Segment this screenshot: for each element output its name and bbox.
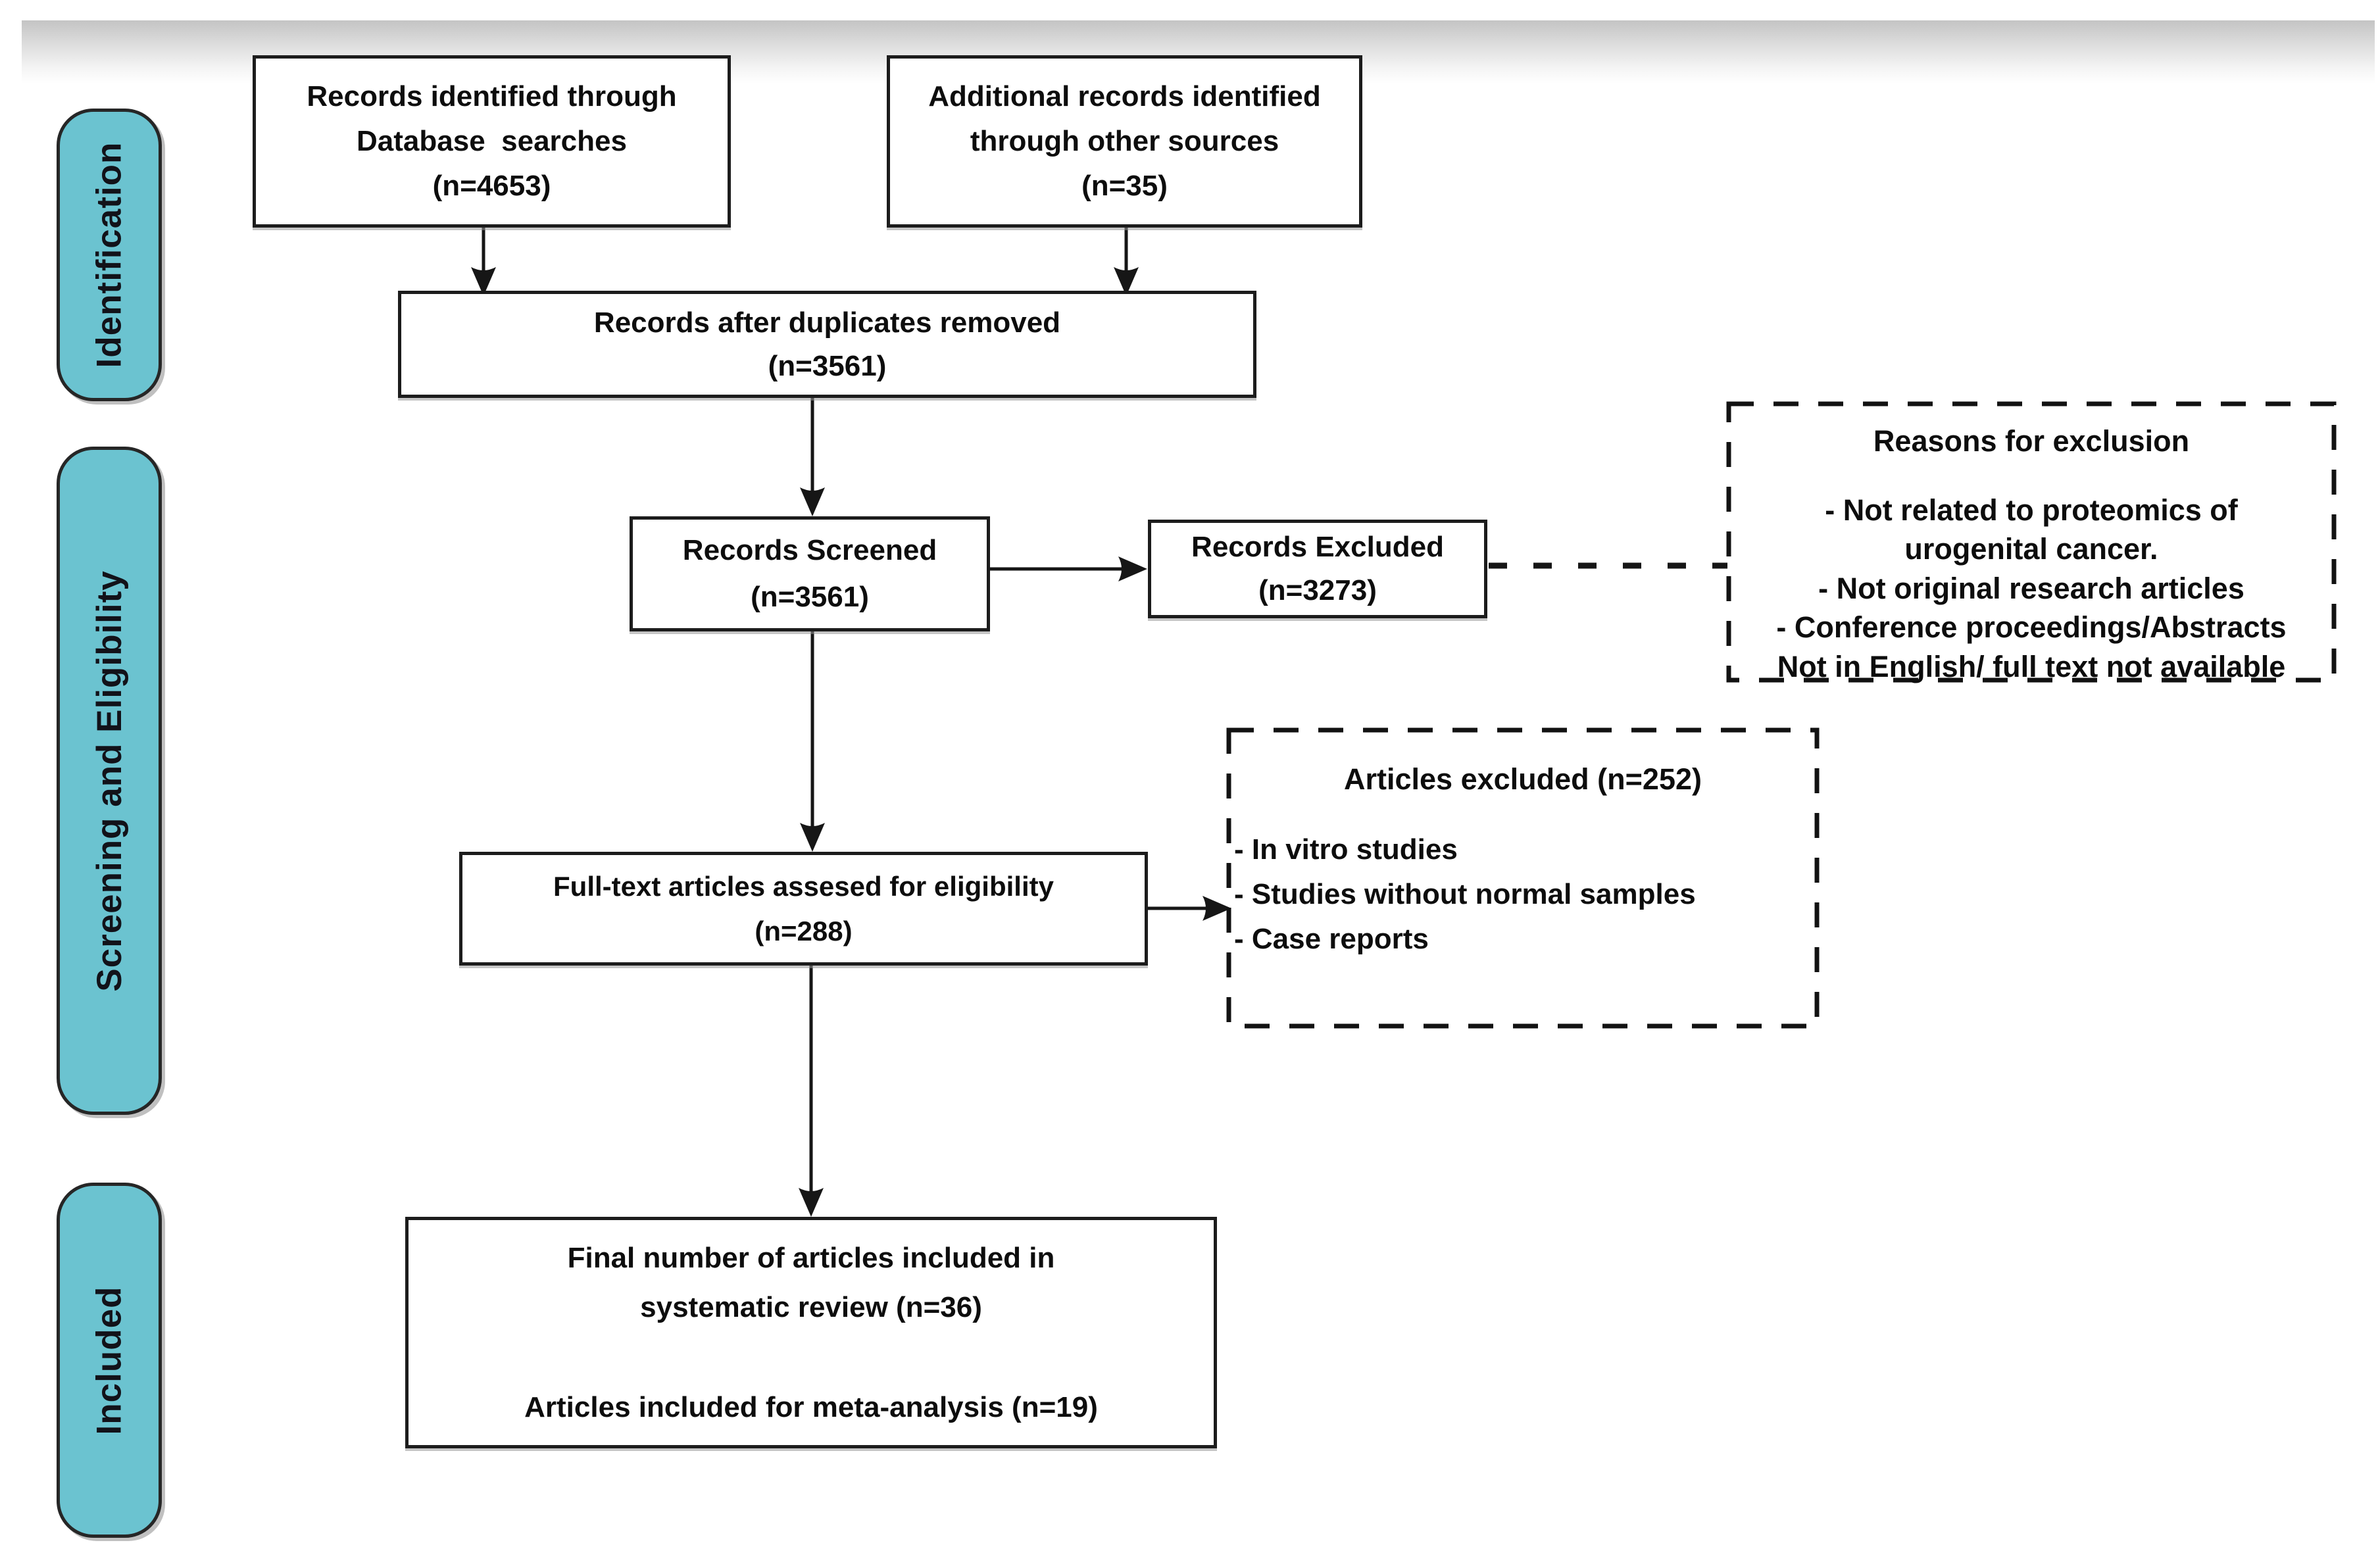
reasons-exclusion-items: - Not related to proteomics of urogenita… [1776,493,2287,683]
node-full-text-assessed: Full-text articles assesed for eligibili… [459,852,1148,966]
stage-label-included: Included [89,1286,129,1435]
articles-excluded-item: - In vitro studies [1234,833,1458,866]
articles-excluded-item: - Studies without normal samples [1234,878,1696,911]
node-records-screened: Records Screened (n=3561) [630,516,990,631]
articles-excluded-items: - In vitro studies - Studies without nor… [1231,827,1814,962]
stage-label-screening-eligibility: Screening and Eligibility [89,570,129,992]
node-records-identified: Records identified through Database sear… [253,55,731,228]
reasons-exclusion-title: Reasons for exclusion [1873,424,2190,458]
stage-pill-screening-eligibility: Screening and Eligibility [57,447,162,1115]
articles-excluded-item: - Case reports [1234,923,1429,956]
articles-excluded-title: Articles excluded (n=252) [1344,762,1702,796]
node-reasons-exclusion: Reasons for exclusion - Not related to p… [1679,424,2380,686]
node-final-included: Final number of articles included in sys… [405,1217,1217,1448]
node-additional-records: Additional records identified through ot… [887,55,1362,228]
stage-pill-included: Included [57,1183,162,1538]
node-records-excluded: Records Excluded (n=3273) [1148,520,1487,618]
node-articles-excluded: Articles excluded (n=252) - In vitro stu… [1231,762,1814,962]
reasons-exclusion-outline [1726,401,2337,683]
stage-pill-identification: Identification [57,109,162,401]
articles-excluded-outline [1226,727,1820,1029]
node-after-duplicates: Records after duplicates removed (n=3561… [398,291,1256,398]
stage-label-identification: Identification [89,141,129,368]
